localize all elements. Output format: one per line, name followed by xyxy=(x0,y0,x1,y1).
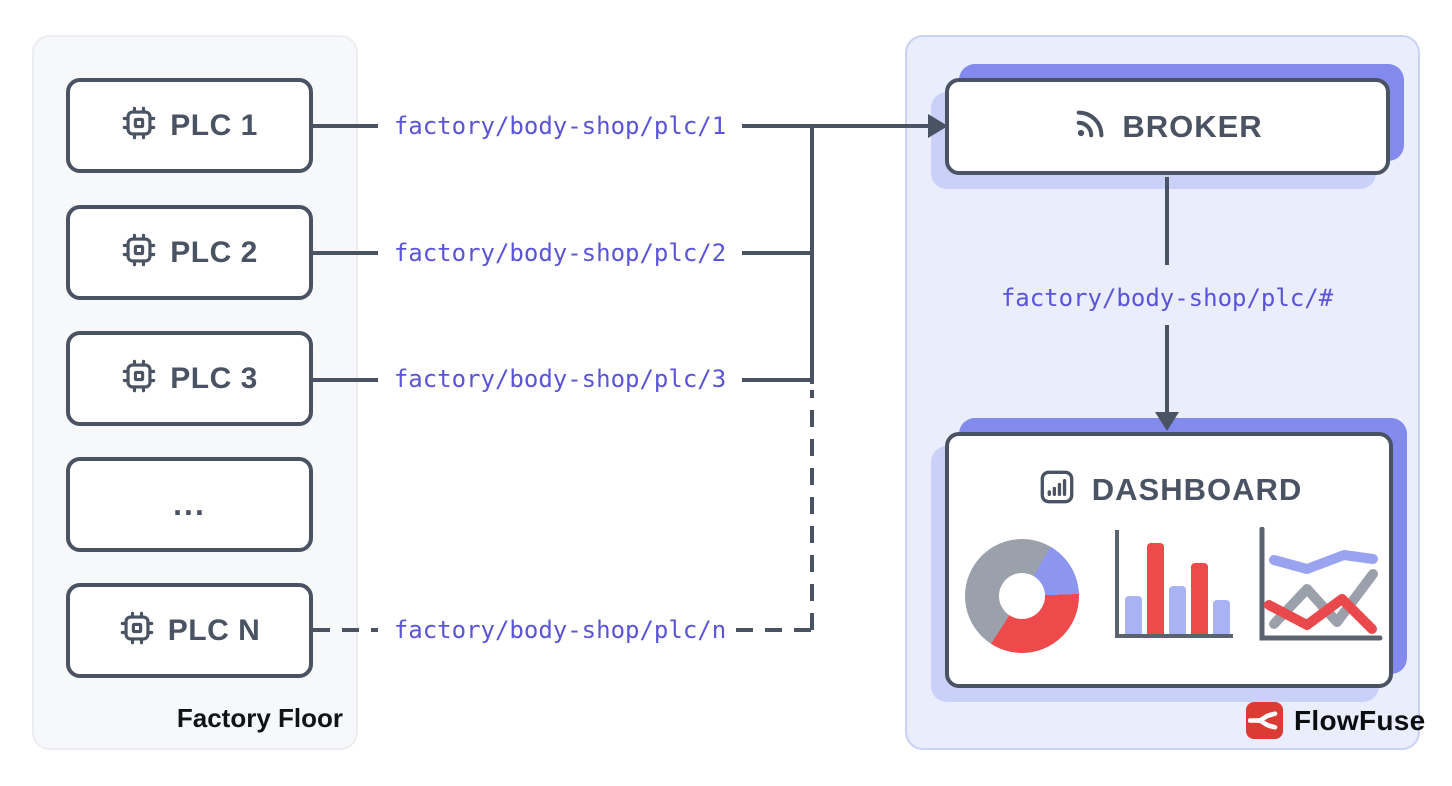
cpu-icon xyxy=(121,358,157,399)
cpu-icon xyxy=(121,105,157,146)
plc-2-node: PLC 2 xyxy=(66,205,313,300)
topic-plc-3: factory/body-shop/plc/3 xyxy=(393,365,727,393)
donut-hole xyxy=(999,573,1045,619)
chart-bars-icon xyxy=(1036,466,1078,513)
factory-floor-caption: Factory Floor xyxy=(176,703,343,733)
bar xyxy=(1147,543,1164,634)
topic-plc-n: factory/body-shop/plc/n xyxy=(393,616,727,644)
flowfuse-logo xyxy=(1246,702,1283,739)
dashboard-node: DASHBOARD xyxy=(945,432,1393,688)
topic-plc-1: factory/body-shop/plc/1 xyxy=(393,112,727,140)
rss-icon xyxy=(1072,106,1108,147)
brand-name: FlowFuse xyxy=(1294,704,1426,736)
plc-3-node: PLC 3 xyxy=(66,331,313,426)
topic-wildcard: factory/body-shop/plc/# xyxy=(1000,284,1334,312)
plc-node-label: PLC 2 xyxy=(170,235,258,269)
plc-node-label: PLC 1 xyxy=(170,108,258,142)
bar xyxy=(1191,563,1208,634)
bar-chart xyxy=(1115,530,1233,638)
bar xyxy=(1169,586,1186,634)
plc-node-label: PLC 3 xyxy=(170,361,258,395)
broker-label: BROKER xyxy=(1122,108,1263,144)
brand-lockup: FlowFuse xyxy=(1246,702,1426,739)
dashboard-label: DASHBOARD xyxy=(1091,471,1303,507)
plc-ellipsis-node: ... xyxy=(66,457,313,552)
donut-chart xyxy=(965,539,1079,653)
cpu-icon xyxy=(119,610,155,651)
topic-plc-2: factory/body-shop/plc/2 xyxy=(393,239,727,267)
ellipsis-label: ... xyxy=(173,486,206,522)
line-chart xyxy=(1259,527,1383,641)
bar xyxy=(1213,600,1230,634)
broker-node: BROKER xyxy=(945,78,1390,175)
plc-n-node: PLC N xyxy=(66,583,313,678)
plc-1-node: PLC 1 xyxy=(66,78,313,173)
cpu-icon xyxy=(121,232,157,273)
plc-node-label: PLC N xyxy=(167,613,261,647)
bar xyxy=(1125,596,1142,634)
